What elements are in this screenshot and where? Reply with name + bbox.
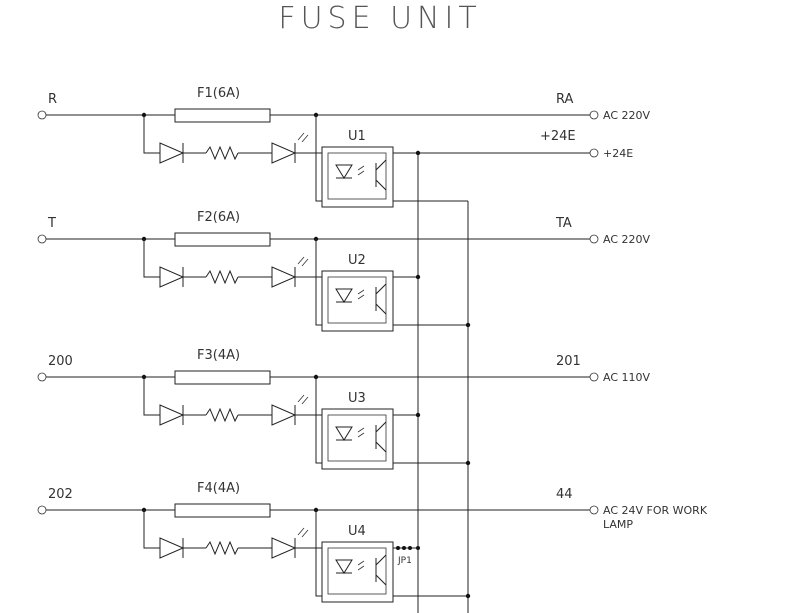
diode	[159, 266, 185, 288]
output-label: 44	[556, 487, 573, 502]
led	[271, 537, 297, 559]
diagram-title: FUSE UNIT	[278, 1, 481, 36]
resistor	[205, 407, 239, 423]
output-terminal	[589, 234, 599, 244]
fuse-unit-4: 202 F4(4A) 44 AC 24V FOR WORK LAMP U4	[37, 481, 708, 603]
sense-wire	[143, 377, 160, 416]
output-voltage-label: AC 24V FOR WORK	[603, 504, 708, 517]
junction-dot	[465, 322, 471, 328]
input-label: R	[48, 92, 57, 107]
opto-led	[335, 164, 353, 179]
led	[271, 142, 297, 164]
input-terminal	[37, 234, 47, 244]
junction-dot	[465, 460, 471, 466]
optocoupler-label: U2	[348, 253, 366, 268]
jumper-jp1: JP1	[396, 546, 420, 566]
output-voltage-label-line2: LAMP	[603, 518, 633, 531]
return-wire	[315, 239, 322, 326]
fuse-unit-2: T F2(6A) TA AC 220V U2	[37, 210, 651, 332]
opto-led	[335, 559, 353, 574]
fuse-unit-1: R F1(6A) RA AC 220V U1	[37, 86, 651, 208]
diode	[159, 404, 185, 426]
optocoupler	[321, 270, 394, 332]
opto-led	[335, 288, 353, 303]
optocoupler-label: U3	[348, 391, 366, 406]
junction-dot	[465, 593, 471, 599]
sense-wire	[143, 239, 160, 278]
optocoupler-label: U4	[348, 524, 366, 539]
input-terminal	[37, 372, 47, 382]
output-label: RA	[556, 92, 574, 107]
jumper-label: JP1	[397, 556, 412, 566]
output-voltage-label: AC 110V	[603, 371, 651, 384]
fuse	[174, 503, 271, 518]
resistor	[205, 540, 239, 556]
optocoupler-label: U1	[348, 129, 366, 144]
return-wire	[315, 510, 322, 597]
fuse-label: F4(4A)	[197, 481, 240, 496]
input-label: 202	[48, 487, 73, 502]
output-voltage-label: AC 220V	[603, 109, 651, 122]
fuse-unit-3: 200 F3(4A) 201 AC 110V U3	[37, 348, 651, 470]
output-terminal	[589, 110, 599, 120]
sense-wire	[143, 115, 160, 154]
sense-wire	[143, 510, 160, 549]
fuse	[174, 232, 271, 247]
input-terminal	[37, 505, 47, 515]
junction-dot	[415, 412, 421, 418]
optocoupler	[321, 146, 394, 208]
opto-led	[335, 426, 353, 441]
fuse-label: F1(6A)	[197, 86, 240, 101]
resistor	[205, 269, 239, 285]
supply-terminal	[589, 148, 599, 158]
fuse	[174, 108, 271, 123]
led	[271, 404, 297, 426]
return-wire	[315, 377, 322, 464]
fuse	[174, 370, 271, 385]
supply-terminal-label: +24E	[603, 147, 633, 160]
output-terminal	[589, 505, 599, 515]
output-terminal	[589, 372, 599, 382]
supply-24e: +24E +24E	[418, 129, 633, 160]
diode	[159, 142, 185, 164]
fuse-label: F2(6A)	[197, 210, 240, 225]
junction-dot	[415, 150, 421, 156]
input-label: T	[47, 216, 56, 231]
junction-dot	[415, 274, 421, 280]
diode	[159, 537, 185, 559]
fuse-label: F3(4A)	[197, 348, 240, 363]
supply-net-label: +24E	[540, 129, 576, 144]
return-wire	[315, 115, 322, 202]
output-label: 201	[556, 354, 581, 369]
optocoupler	[321, 408, 394, 470]
output-voltage-label: AC 220V	[603, 233, 651, 246]
resistor	[205, 145, 239, 161]
optocoupler	[321, 541, 394, 603]
input-terminal	[37, 110, 47, 120]
input-label: 200	[48, 354, 73, 369]
output-label: TA	[555, 216, 572, 231]
led	[271, 266, 297, 288]
